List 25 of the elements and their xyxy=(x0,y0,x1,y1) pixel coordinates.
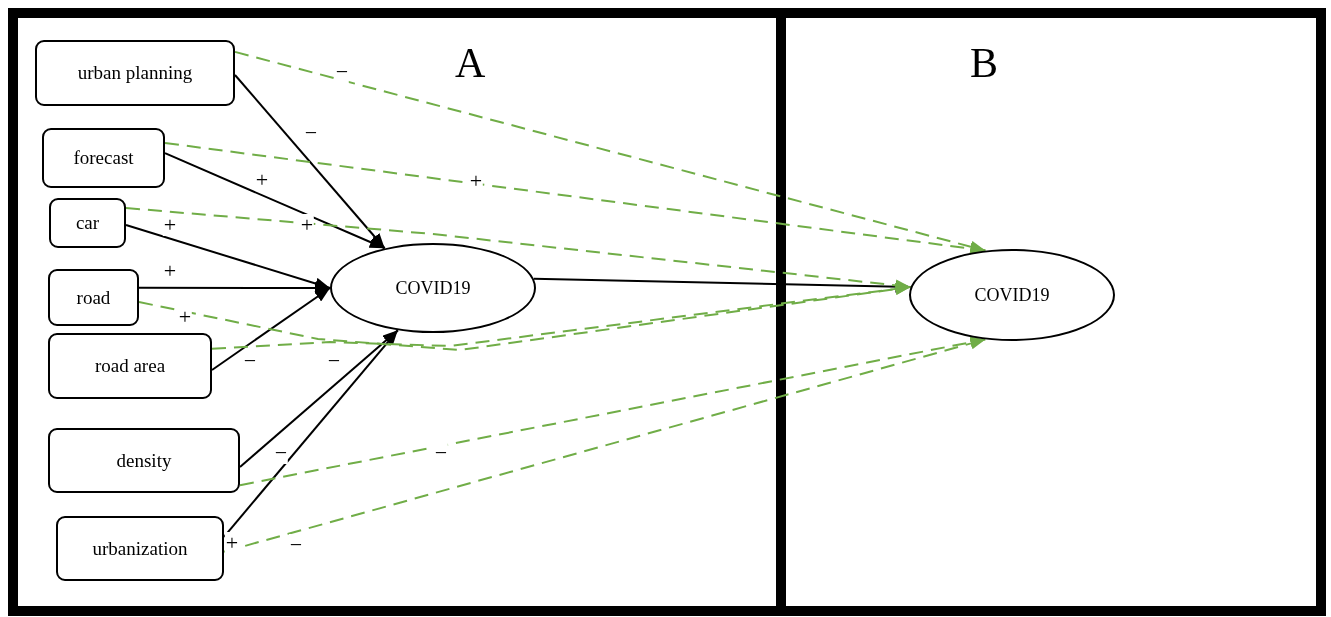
dashed-arrow xyxy=(164,142,987,255)
factor-box xyxy=(48,333,212,399)
node-label: urban planning xyxy=(77,62,193,84)
sign-label: + xyxy=(224,532,240,554)
factor-box xyxy=(56,516,224,581)
factor-box xyxy=(48,428,240,493)
ellipse-node xyxy=(330,243,536,333)
factor-box xyxy=(49,198,126,248)
arrow xyxy=(234,74,386,250)
panel-letter: B xyxy=(970,42,998,84)
arrow xyxy=(138,282,331,294)
arrow xyxy=(125,224,331,290)
node-label: car xyxy=(75,212,100,234)
factor-box xyxy=(35,40,235,106)
panel-letter: A xyxy=(455,42,486,84)
node-label: density xyxy=(116,449,172,472)
arrow xyxy=(164,152,386,250)
arrow xyxy=(211,287,331,371)
factor-box xyxy=(48,269,139,326)
node-label: forecast xyxy=(73,147,134,169)
factor-box xyxy=(42,128,165,188)
node-label: urbanization xyxy=(92,537,188,560)
node-label: road area xyxy=(94,355,166,377)
node-label: road xyxy=(76,286,111,309)
ellipse-node xyxy=(909,249,1115,341)
